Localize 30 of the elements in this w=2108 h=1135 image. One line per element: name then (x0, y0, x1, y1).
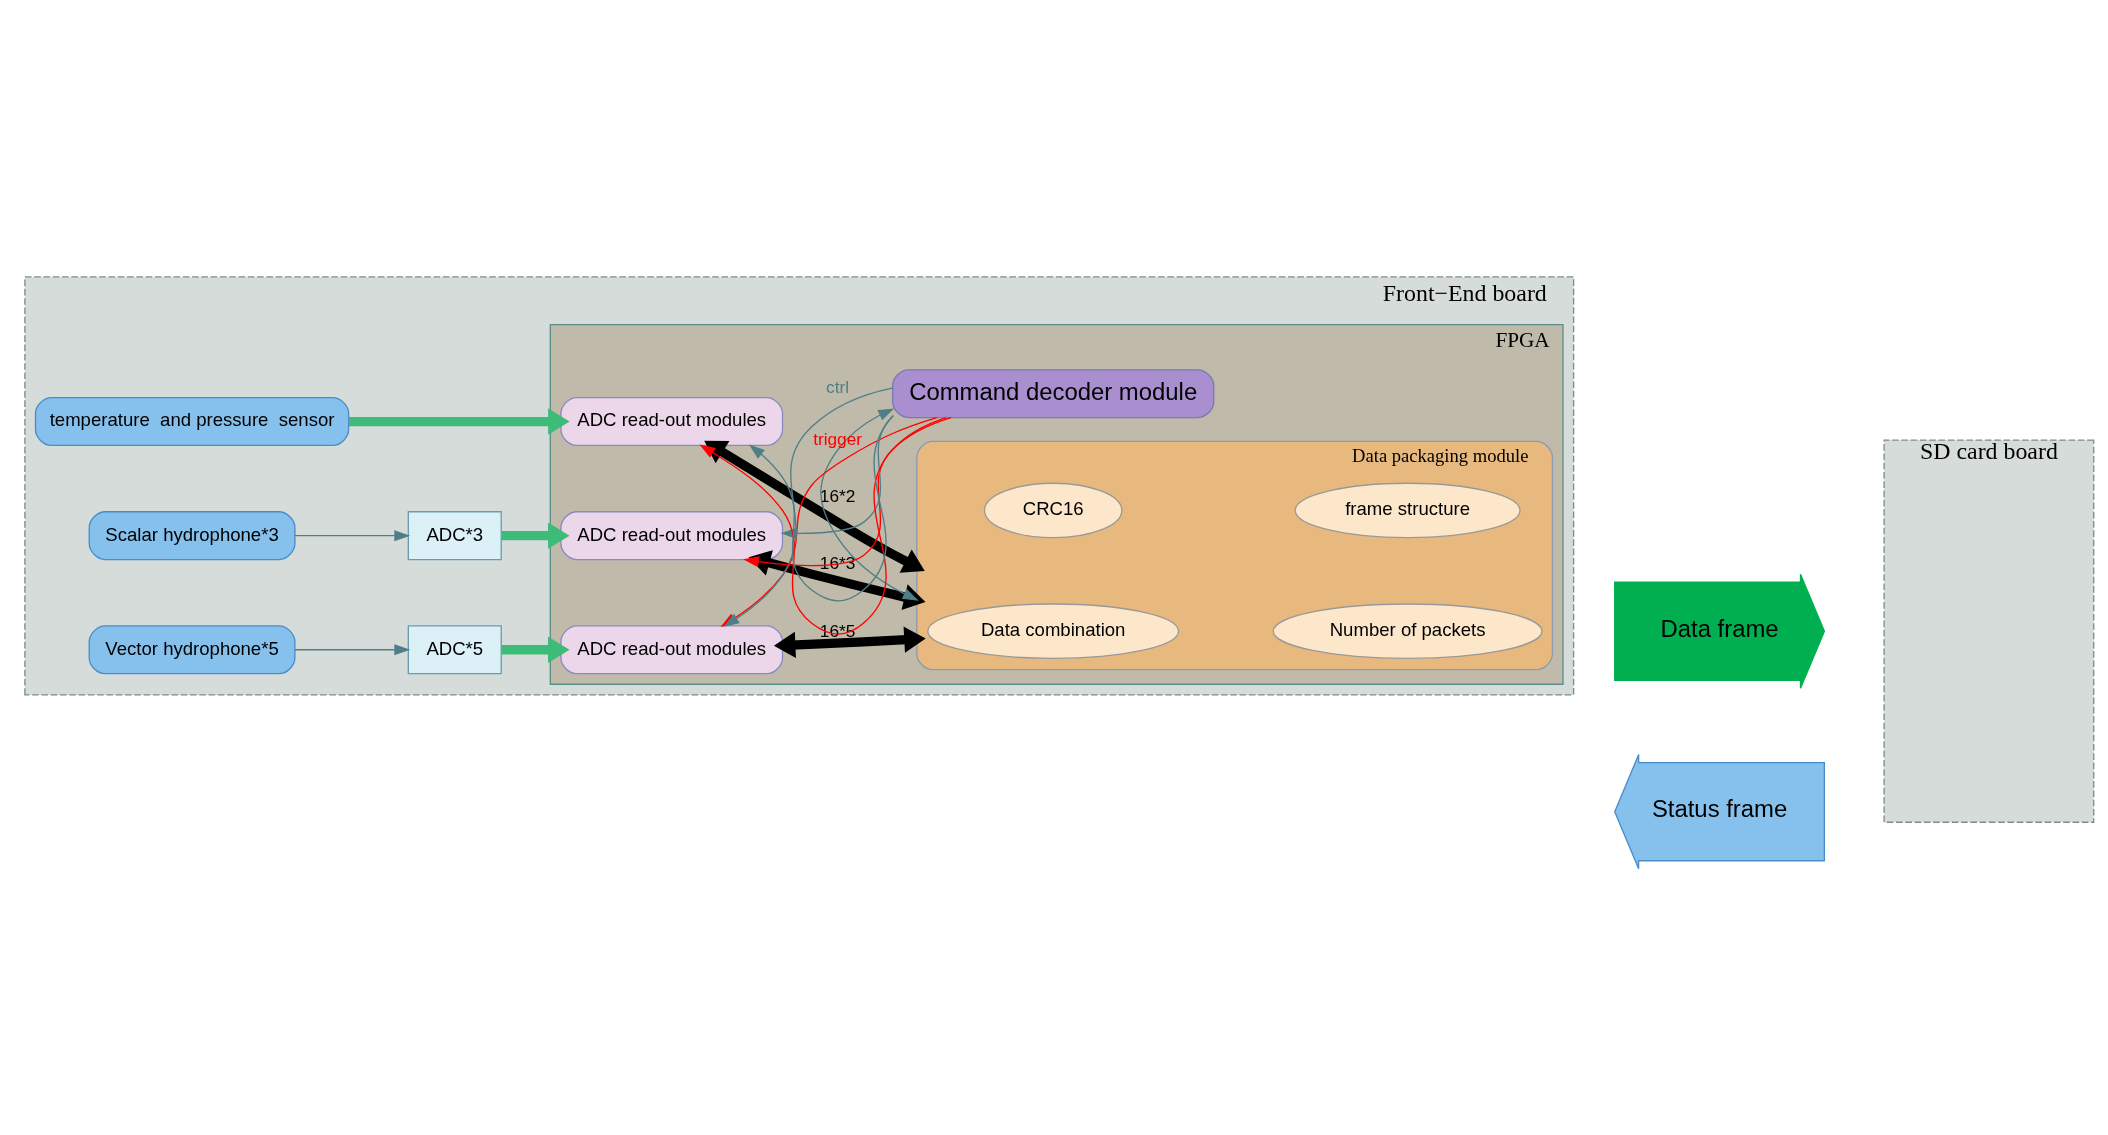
node-box: ADC read-out modules (560, 625, 784, 675)
edge-label: 16*2 (819, 485, 856, 506)
arrow (294, 644, 411, 656)
arrow (773, 626, 926, 659)
node-box: ADC read-out modules (560, 511, 784, 561)
node-ellipse: Number of packets (1272, 603, 1543, 660)
node-box: ADC*5 (407, 625, 502, 675)
node-box: Vector hydrophone*5 (88, 625, 296, 675)
node-box: SD card board (1883, 439, 2095, 823)
arrow (501, 522, 570, 549)
arrow (743, 416, 952, 568)
node-ellipse: Data combination (927, 603, 1180, 660)
arrow (501, 636, 570, 663)
arrow (699, 416, 947, 635)
arrow (348, 408, 570, 435)
node-box: ADC*3 (407, 511, 502, 561)
arrow (749, 414, 894, 602)
node-box: temperature and pressure sensor (34, 397, 350, 447)
arrow (723, 387, 893, 627)
arrow (748, 550, 926, 610)
node-box: Scalar hydrophone*3 (88, 511, 296, 561)
arrow (294, 530, 411, 542)
node-box: ADC read-out modules (560, 397, 784, 447)
node-ellipse: frame structure (1294, 482, 1521, 539)
edge-label: ctrl (826, 376, 850, 397)
node-ellipse: CRC16 (983, 482, 1123, 539)
edge-label: trigger (813, 428, 862, 449)
node-box: Command decoder module (891, 369, 1215, 419)
arrow (704, 440, 925, 573)
arrow (820, 408, 919, 601)
